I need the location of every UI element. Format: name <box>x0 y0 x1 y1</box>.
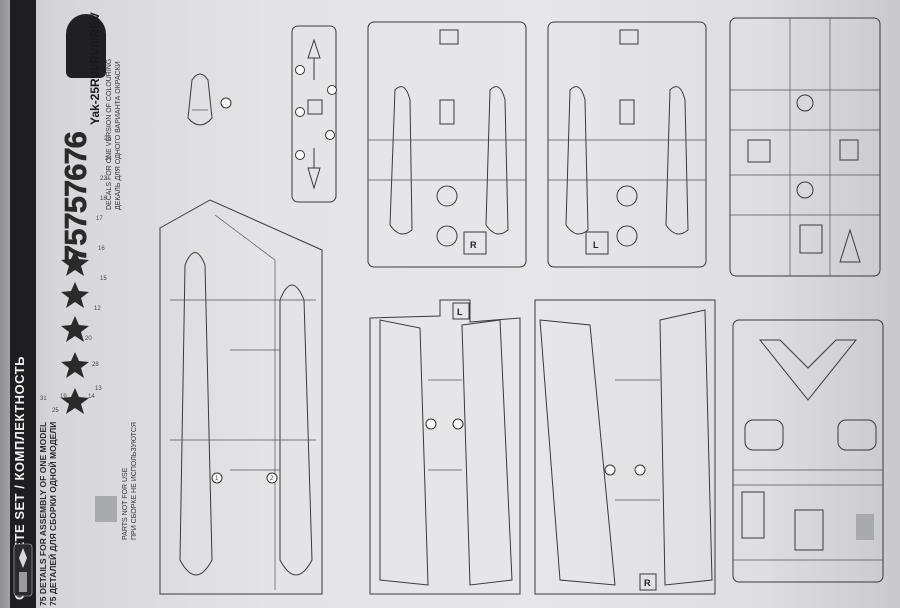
fuselage-label-l: L <box>593 240 599 250</box>
decal-oval-marking <box>66 14 106 78</box>
svg-text:26: 26 <box>104 136 111 142</box>
fuselage-sprue: 1 2 <box>159 199 323 595</box>
svg-text:31: 31 <box>40 396 47 402</box>
svg-text:15: 15 <box>100 276 107 282</box>
fuselage-label-r: R <box>470 240 477 250</box>
svg-text:2: 2 <box>270 476 274 482</box>
canopy-part <box>187 73 232 126</box>
engine-sprue-r: R <box>367 21 527 268</box>
star-icon <box>61 388 89 414</box>
amodel-logo <box>12 540 34 600</box>
star-icon <box>61 316 89 342</box>
svg-text:22: 22 <box>100 176 107 182</box>
svg-text:18: 18 <box>100 196 107 202</box>
engine-sprue-l: L <box>547 21 707 268</box>
tail-sprue <box>732 319 884 583</box>
svg-text:12: 12 <box>94 306 101 312</box>
wing-left-sprue: L <box>369 299 521 595</box>
star-icon <box>61 282 89 308</box>
svg-text:16: 16 <box>98 246 105 252</box>
wing-label-l: L <box>457 307 463 317</box>
svg-text:19: 19 <box>60 394 67 400</box>
svg-text:13: 13 <box>95 386 102 392</box>
svg-text:24: 24 <box>105 156 112 162</box>
svg-text:14: 14 <box>88 394 95 400</box>
not-used-part <box>856 514 874 540</box>
svg-text:28: 28 <box>92 362 99 368</box>
decal-stars <box>61 250 89 414</box>
svg-text:20: 20 <box>85 336 92 342</box>
complete-set-strip <box>10 0 36 608</box>
star-icon <box>61 250 89 276</box>
svg-text:1: 1 <box>215 476 219 482</box>
star-icon <box>61 352 89 378</box>
not-used-swatch <box>95 496 117 522</box>
wing-label-r: R <box>644 578 651 588</box>
detail-sprue <box>729 17 881 277</box>
svg-text:17: 17 <box>96 216 103 222</box>
svg-text:25: 25 <box>52 408 59 414</box>
small-sprue <box>291 25 337 203</box>
wing-right-sprue: R <box>534 299 716 595</box>
